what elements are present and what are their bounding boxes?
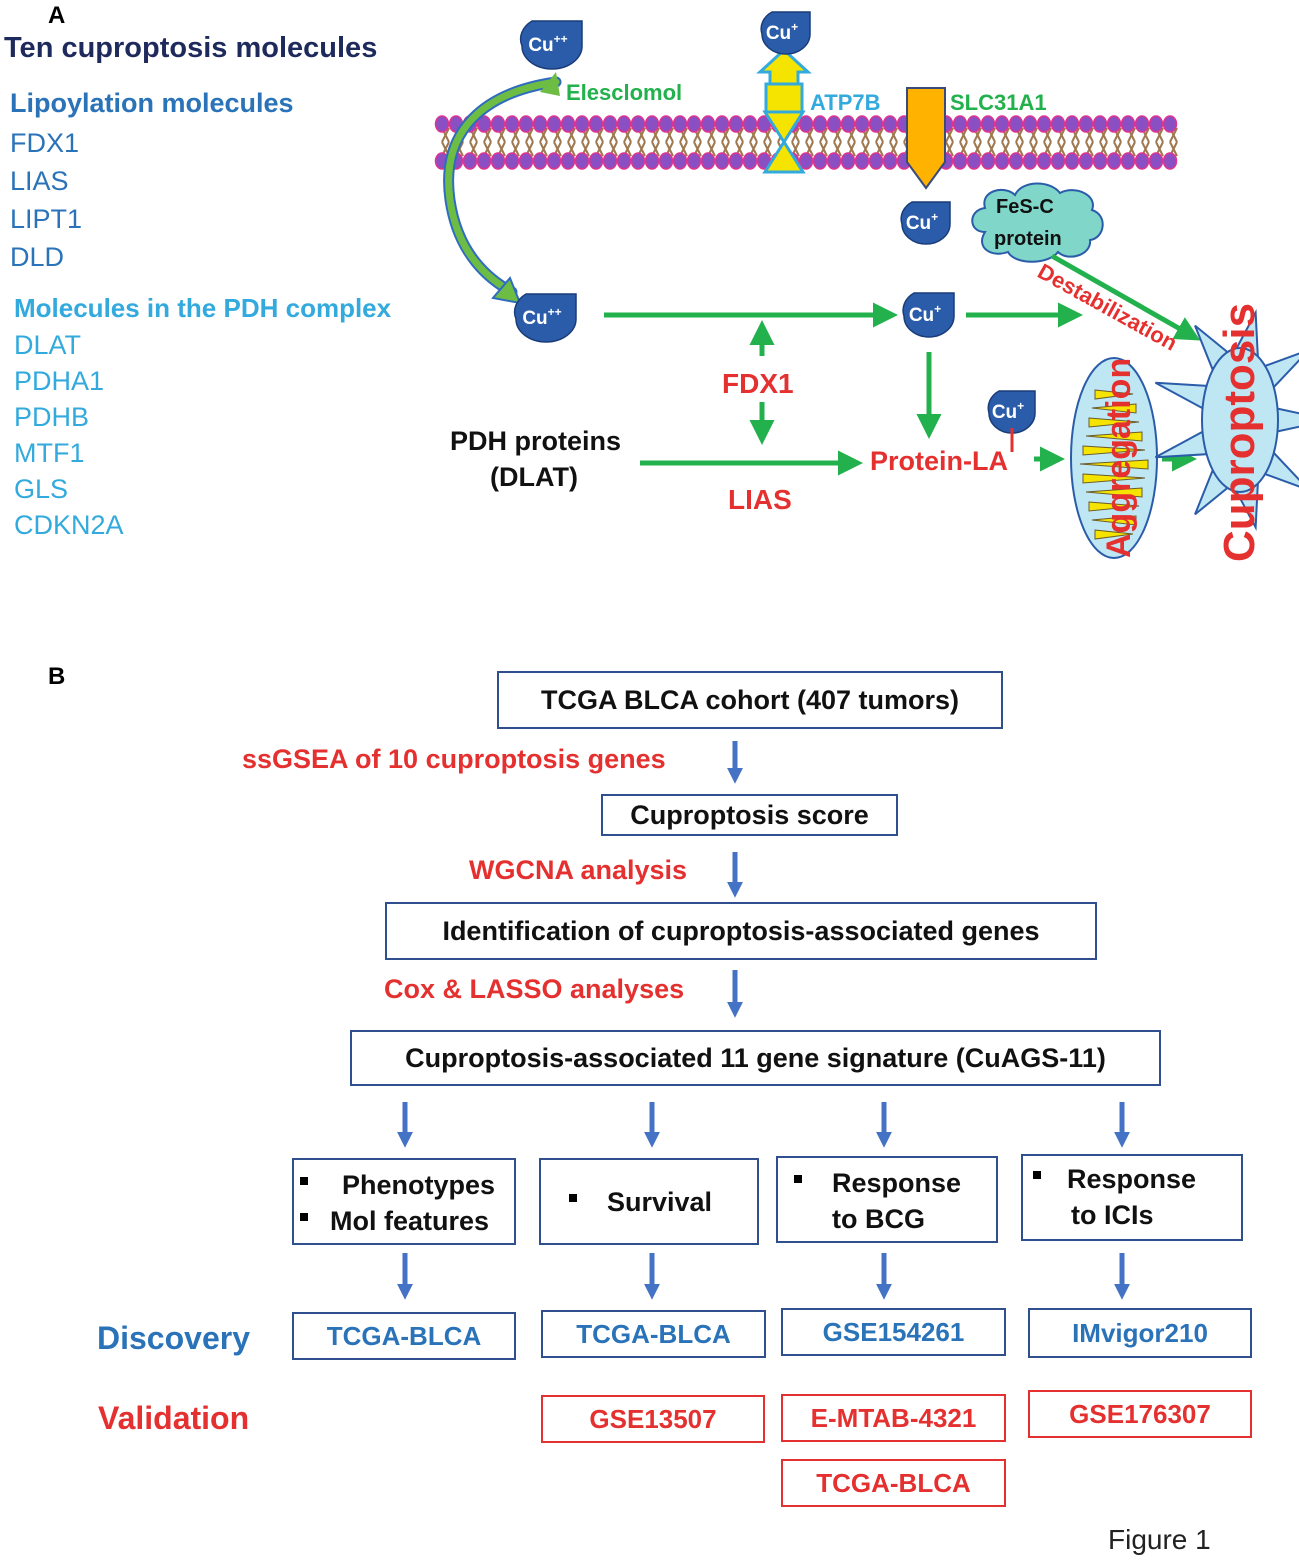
panel-b-label: B	[48, 663, 66, 690]
flow-arrows	[396, 741, 1131, 1300]
validation-label: Validation	[98, 1400, 250, 1436]
cox-lasso-step: Cox & LASSO analyses	[384, 974, 685, 1004]
fdx1-label: FDX1	[722, 368, 794, 399]
validation-dataset: GSE176307	[1069, 1398, 1211, 1429]
pdh-item: PDHA1	[14, 366, 105, 396]
outcome-survival-box: Survival	[539, 1158, 759, 1245]
cuproptosis-score-text: Cuproptosis score	[630, 799, 869, 830]
elesclomol-transport-arrow	[443, 76, 562, 298]
wgcna-step: WGCNA analysis	[469, 855, 688, 885]
lipoylation-item: DLD	[10, 242, 65, 272]
validation-dataset-box: GSE176307	[1028, 1390, 1252, 1438]
elesclomol-label: Elesclomol	[566, 80, 683, 105]
signature-text: Cuproptosis-associated 11 gene signature…	[405, 1042, 1106, 1073]
discovery-dataset-box: TCGA-BLCA	[292, 1312, 516, 1360]
dlat-label: (DLAT)	[490, 462, 578, 492]
tcga-cohort-text: TCGA BLCA cohort (407 tumors)	[540, 684, 959, 715]
copper-ion: Cu+	[900, 201, 951, 245]
fes-c-protein-cloud	[971, 182, 1104, 263]
destabilization-label: Destabilization	[1034, 259, 1182, 356]
validation-dataset: E-MTAB-4321	[810, 1402, 977, 1433]
outcome-item: Response	[832, 1168, 962, 1198]
pdh-complex-header: Molecules in the PDH complex	[14, 293, 392, 323]
identification-box: Identification of cuproptosis-associated…	[385, 902, 1097, 960]
cuproptosis-score-box: Cuproptosis score	[601, 794, 898, 836]
pdh-item: DLAT	[14, 330, 82, 360]
lipoylation-item: LIPT1	[10, 204, 83, 234]
validation-dataset-box: TCGA-BLCA	[781, 1459, 1006, 1507]
copper-ion: Cu++	[519, 20, 583, 70]
fes-c-label: FeS-C	[996, 196, 1054, 218]
validation-dataset: TCGA-BLCA	[816, 1467, 971, 1498]
pdh-item: CDKN2A	[14, 510, 124, 540]
figure-caption: Figure 1	[1108, 1524, 1211, 1555]
cell-membrane	[434, 115, 1178, 170]
lipoylation-list: FDX1 LIAS LIPT1 DLD	[10, 124, 82, 276]
outcome-item: to BCG	[832, 1204, 925, 1234]
protein-la-label: Protein-LA	[870, 446, 1008, 476]
identification-text: Identification of cuproptosis-associated…	[442, 915, 1040, 946]
discovery-dataset: IMvigor210	[1072, 1317, 1208, 1348]
atp7b-label: ATP7B	[810, 90, 881, 115]
lipoylation-header: Lipoylation molecules	[10, 88, 294, 118]
discovery-dataset-box: GSE154261	[781, 1308, 1006, 1356]
pdh-item: MTF1	[14, 438, 85, 468]
slc31a1-label: SLC31A1	[950, 90, 1047, 115]
pdh-complex-list: DLAT PDHA1 PDHB MTF1 GLS CDKN2A	[14, 327, 124, 543]
aggregation-label: Aggregation	[1100, 358, 1138, 558]
outcome-item: Mol features	[330, 1206, 490, 1236]
discovery-dataset-box: IMvigor210	[1028, 1308, 1252, 1358]
copper-ion: Cu+	[902, 292, 955, 338]
mitochondrion-aggregation	[1070, 357, 1158, 559]
validation-dataset: GSE13507	[589, 1403, 717, 1434]
outcome-item: Phenotypes	[342, 1170, 496, 1200]
tcga-cohort-box: TCGA BLCA cohort (407 tumors)	[497, 671, 1003, 729]
discovery-dataset: TCGA-BLCA	[326, 1320, 482, 1351]
lias-label: LIAS	[728, 484, 792, 515]
fes-c-protein-label: protein	[994, 228, 1062, 250]
lipoylation-item: FDX1	[10, 128, 80, 158]
copper-ions: Cu++ Cu+ Cu+ Cu++ Cu+ Cu+	[513, 11, 1036, 434]
ten-molecules-title: Ten cuproptosis molecules	[4, 32, 378, 64]
pdh-item: PDHB	[14, 402, 90, 432]
outcome-bcg-box: Response to BCG	[776, 1156, 998, 1243]
slc31a1-transporter	[906, 87, 946, 190]
copper-ion: Cu+	[987, 390, 1036, 434]
atp7b-transporter	[756, 47, 812, 174]
outcome-item: to ICIs	[1071, 1200, 1154, 1230]
pdh-proteins-label: PDH proteins	[450, 426, 622, 456]
validation-dataset-box: E-MTAB-4321	[781, 1394, 1006, 1442]
copper-ion: Cu+	[760, 11, 811, 55]
discovery-dataset: TCGA-BLCA	[576, 1318, 731, 1349]
ssgsea-step: ssGSEA of 10 cuproptosis genes	[242, 744, 666, 774]
copper-ion: Cu++	[513, 293, 577, 343]
cuproptosis-burst	[1154, 309, 1299, 531]
outcome-item: Response	[1067, 1164, 1197, 1194]
outcome-item: Survival	[607, 1187, 713, 1217]
discovery-label: Discovery	[97, 1320, 250, 1356]
pdh-item: GLS	[14, 474, 69, 504]
outcome-ici-box: Response to ICIs	[1021, 1154, 1243, 1241]
outcome-phenotypes-box: Phenotypes Mol features	[292, 1158, 516, 1245]
validation-dataset-box: GSE13507	[541, 1395, 765, 1443]
panel-a-label: A	[48, 2, 66, 29]
signature-box: Cuproptosis-associated 11 gene signature…	[350, 1030, 1161, 1086]
lipoylation-item: LIAS	[10, 166, 69, 196]
discovery-dataset-box: TCGA-BLCA	[541, 1310, 766, 1358]
pathway-arrows	[604, 253, 1201, 476]
discovery-dataset: GSE154261	[822, 1316, 965, 1347]
cuproptosis-label: Cuproptosis	[1215, 303, 1264, 562]
